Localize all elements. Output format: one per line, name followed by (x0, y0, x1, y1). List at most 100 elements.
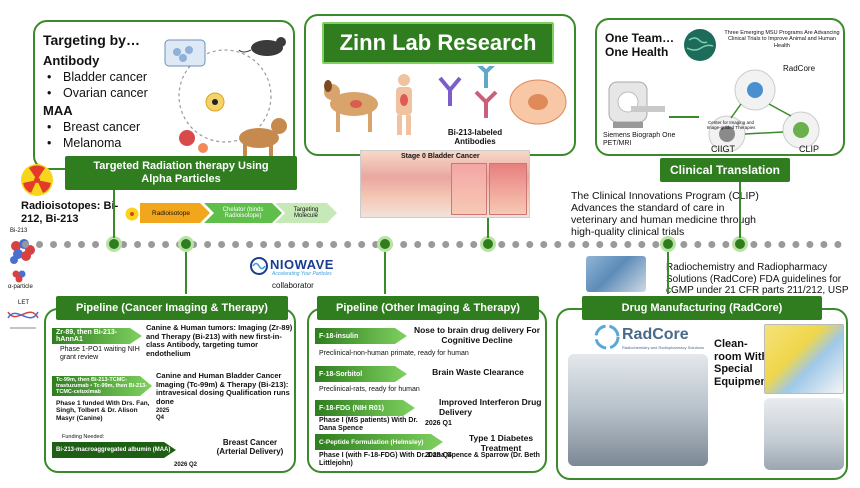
cleanroom-photo (568, 354, 708, 466)
timeline-node (377, 236, 393, 252)
pipeline-item-f18-insulin-desc: Nose to brain drug delivery For Cognitiv… (413, 325, 541, 345)
radcore-small-label: RadCore (783, 64, 816, 73)
dog-human-anatomy-illustration (324, 74, 412, 135)
alpha-therapy-label: Targeted Radiation therapy Using Alpha P… (93, 159, 269, 185)
pipeline-item-tc99m: Tc-99m, then Bi-213-TCMC-trastuzumab • T… (52, 376, 152, 396)
pipeline-item-c-peptide-desc: Type 1 Diabetes Treatment (468, 433, 534, 453)
niowave-logo-icon (250, 257, 268, 275)
stage0-label: Stage 0 Bladder Cancer (401, 153, 480, 160)
chain-targeting: Targeting Molecule (275, 203, 337, 223)
timeline-dotted-line (22, 241, 842, 248)
radcore-logo-text: RadCore (622, 326, 689, 343)
antibody-illustration (438, 66, 567, 125)
maa-list: Breast cancer Melanoma (47, 120, 140, 151)
pipeline-item-f18-sorbitol-label: F-18-Sorbitol (319, 370, 363, 378)
bi213-label: Bi-213 (10, 228, 28, 234)
antibody-heading: Antibody (43, 53, 100, 68)
one-team-title: One Team… One Health (605, 31, 675, 59)
stage0-bladder-image: Stage 0 Bladder Cancer (360, 150, 530, 218)
funding-needed-label: Funding Needed: (62, 434, 105, 440)
pipeline-item-f18-fdg-label: F-18-FDG (NIH R01) (319, 404, 384, 412)
pipeline-other-banner: Pipeline (Other Imaging & Therapy) (317, 296, 539, 320)
chain-radioisotope: Radioisotope (140, 203, 210, 223)
pipeline-item-maa-desc: Breast Cancer (Arterial Delivery) (216, 438, 284, 457)
radcore-logo-sub: Radiochemistry and Radiopharmacy Solutio… (622, 345, 705, 350)
pipeline-item-tc99m-status: Phase 1 funded With Drs. Fan, Singh, Tol… (56, 400, 150, 422)
drug-manufacturing-title: Drug Manufacturing (RadCore) (621, 302, 783, 314)
zinn-title: Zinn Lab Research (339, 30, 537, 55)
cleanroom-label: Clean-room With Special Equipment (714, 338, 771, 388)
antibodies-label: Bi-213-labeled Antibodies (447, 128, 503, 147)
pipeline-item-c-peptide-label: C-Peptide Formulation (Helmsley) (319, 438, 424, 446)
bladder-layer-a (451, 163, 487, 215)
let-label: LET (18, 300, 30, 306)
timeline-node (660, 236, 676, 252)
connector-line (487, 218, 489, 238)
pipeline-item-c-peptide-status: Phase I (with F-18-FDG) With Dr. Dana Sp… (319, 452, 540, 468)
niowave-tagline: Accelerating Your Particles (272, 271, 332, 277)
connector-line (739, 182, 741, 238)
pipeline-cancer-banner: Pipeline (Cancer Imaging & Therapy) (56, 296, 288, 320)
pipeline-item-f18-sorbitol-status: Preclinical-rats, ready for human (319, 386, 420, 393)
pipeline-item-f18-fdg-date: 2026 Q1 (425, 420, 452, 427)
pipeline-item-f18-fdg: F-18-FDG (NIH R01) (315, 400, 415, 416)
pipeline-item-zr89-label: Zr-89, then Bi-213-hAnnA1 (56, 329, 118, 343)
radiation-icon (21, 164, 53, 196)
pipeline-other-title: Pipeline (Other Imaging & Therapy) (336, 302, 520, 314)
scanner-label: Siemens Biograph One PET/MRI (603, 132, 676, 148)
niowave-role: collaborator (272, 281, 314, 290)
radcore-logo-icon (594, 324, 620, 350)
connector-line (113, 190, 115, 238)
list-item: Ovarian cancer (47, 86, 148, 101)
center-imaging-label: Center for Imaging and Image-guided Ther… (706, 120, 756, 131)
pipeline-item-tc99m-label: Tc-99m, then Bi-213-TCMC-trastuzumab • T… (56, 376, 148, 396)
msu-programs-text: Three Emerging MSU Programs Are Advancin… (724, 30, 840, 49)
pipeline-item-zr89-status: Phase 1-PO1 waiting NIH grant review (60, 346, 140, 362)
chain-radioisotope-label: Radioisotope (152, 209, 190, 217)
connector-line (667, 252, 669, 294)
clinical-translation-banner: Clinical Translation (660, 158, 790, 182)
surgery-photo (586, 256, 646, 292)
zinn-lab-panel: Zinn Lab Research Bi-213-labeled Antibod… (304, 14, 576, 156)
timeline-node (178, 236, 194, 252)
dna-icon (7, 311, 39, 329)
list-item: Bladder cancer (47, 70, 148, 85)
alpha-particle-label: α-particle (8, 284, 33, 290)
clinical-translation-label: Clinical Translation (669, 163, 781, 177)
timeline-node (732, 236, 748, 252)
scanner-icon (608, 81, 665, 128)
chain-chelator: Chelator (binds Radioisotope) (204, 203, 282, 223)
pipeline-other-panel: Pipeline (Other Imaging & Therapy) F-18-… (307, 296, 547, 473)
pipeline-item-maa-date: 2026 Q2 (174, 462, 198, 468)
equipment-photo (764, 398, 844, 470)
pipeline-item-maa-label: Bi-213-macroaggregated albumin (MAA) (56, 447, 171, 453)
pipeline-item-f18-insulin: F-18-insulin (315, 328, 407, 344)
alpha-particle-icon (12, 270, 26, 283)
targeting-title: Targeting by… (43, 32, 140, 48)
pipeline-item-f18-sorbitol-desc: Brain Waste Clearance (432, 367, 524, 377)
zinn-title-box: Zinn Lab Research (322, 22, 554, 64)
pipeline-item-zr89-desc: Canine & Human tumors: Imaging (Zr-89) a… (146, 323, 293, 358)
targeting-panel: Targeting by… Antibody Bladder cancer Ov… (33, 20, 295, 170)
bladder-layer-b (489, 163, 527, 215)
niowave-name: NIOWAVE (270, 257, 334, 272)
one-team-panel: One Team… One Health Three Emerging MSU … (595, 18, 845, 156)
floor-plan-image (764, 324, 844, 394)
pipeline-item-c-peptide-date: 2025 Q4 (425, 452, 452, 459)
pipeline-item-c-peptide: C-Peptide Formulation (Helmsley) (315, 434, 443, 450)
programs-network-diagram (708, 69, 820, 153)
radioisotope-small-icon (125, 207, 139, 221)
chain-chelator-label: Chelator (binds Radioisotope) (222, 206, 264, 219)
pipeline-item-f18-insulin-label: F-18-insulin (319, 332, 359, 340)
chain-targeting-label: Targeting Molecule (293, 206, 319, 219)
arrow-to-scanner (669, 116, 699, 118)
connector-line (384, 252, 386, 294)
pipeline-item-f18-fdg-desc: Improved Interferon Drug Delivery (439, 397, 542, 417)
list-item: Breast cancer (47, 120, 140, 135)
research-cycle-illustration (164, 37, 287, 156)
radioisotopes-label: Radioisotopes: Bi-212, Bi-213 (21, 200, 119, 225)
pipeline-item-maa: Bi-213-macroaggregated albumin (MAA) (52, 442, 176, 458)
drug-manufacturing-banner: Drug Manufacturing (RadCore) (582, 296, 822, 320)
antibody-list: Bladder cancer Ovarian cancer (47, 70, 148, 101)
timeline-node (480, 236, 496, 252)
